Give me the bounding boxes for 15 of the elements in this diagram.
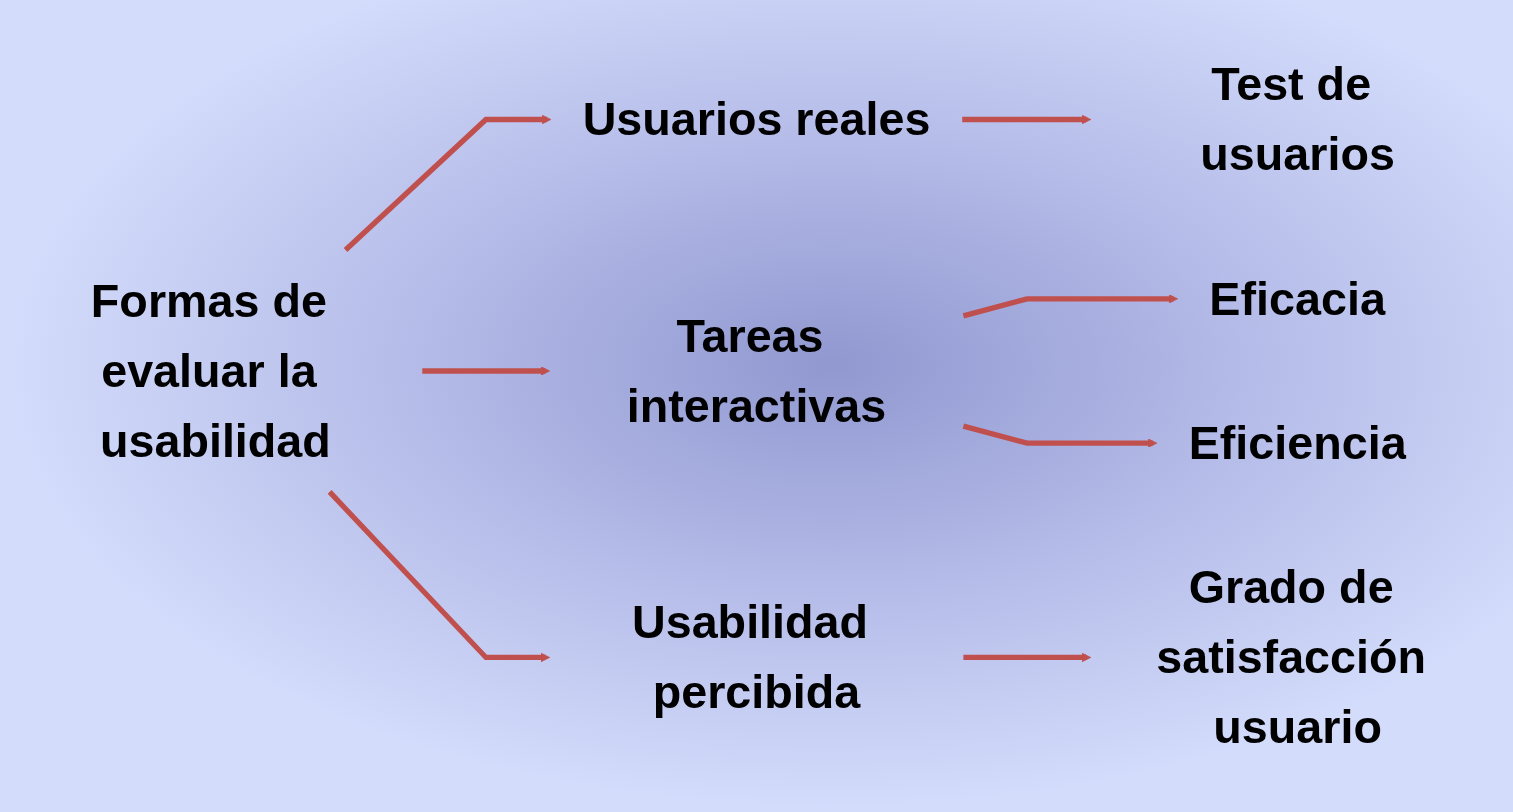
node-text: Eficiencia (1188, 416, 1407, 469)
node-text: Test de usuarios (1200, 57, 1395, 180)
node-text: Formas de evaluar la usabilidad (90, 274, 331, 467)
arrow (962, 423, 1158, 448)
node-text: Grado de satisfacción usuario (1156, 560, 1427, 753)
arrow (327, 490, 551, 663)
arrow (343, 114, 552, 252)
node-text: Eficacia (1209, 272, 1386, 325)
node-text: Usabilidad percibida (631, 595, 869, 718)
arrow (962, 114, 1092, 125)
node-text: Tareas interactivas (626, 309, 887, 432)
arrow (962, 294, 1178, 319)
arrow (422, 366, 551, 376)
arrow (963, 652, 1092, 663)
node-text: Usuarios reales (582, 93, 931, 145)
